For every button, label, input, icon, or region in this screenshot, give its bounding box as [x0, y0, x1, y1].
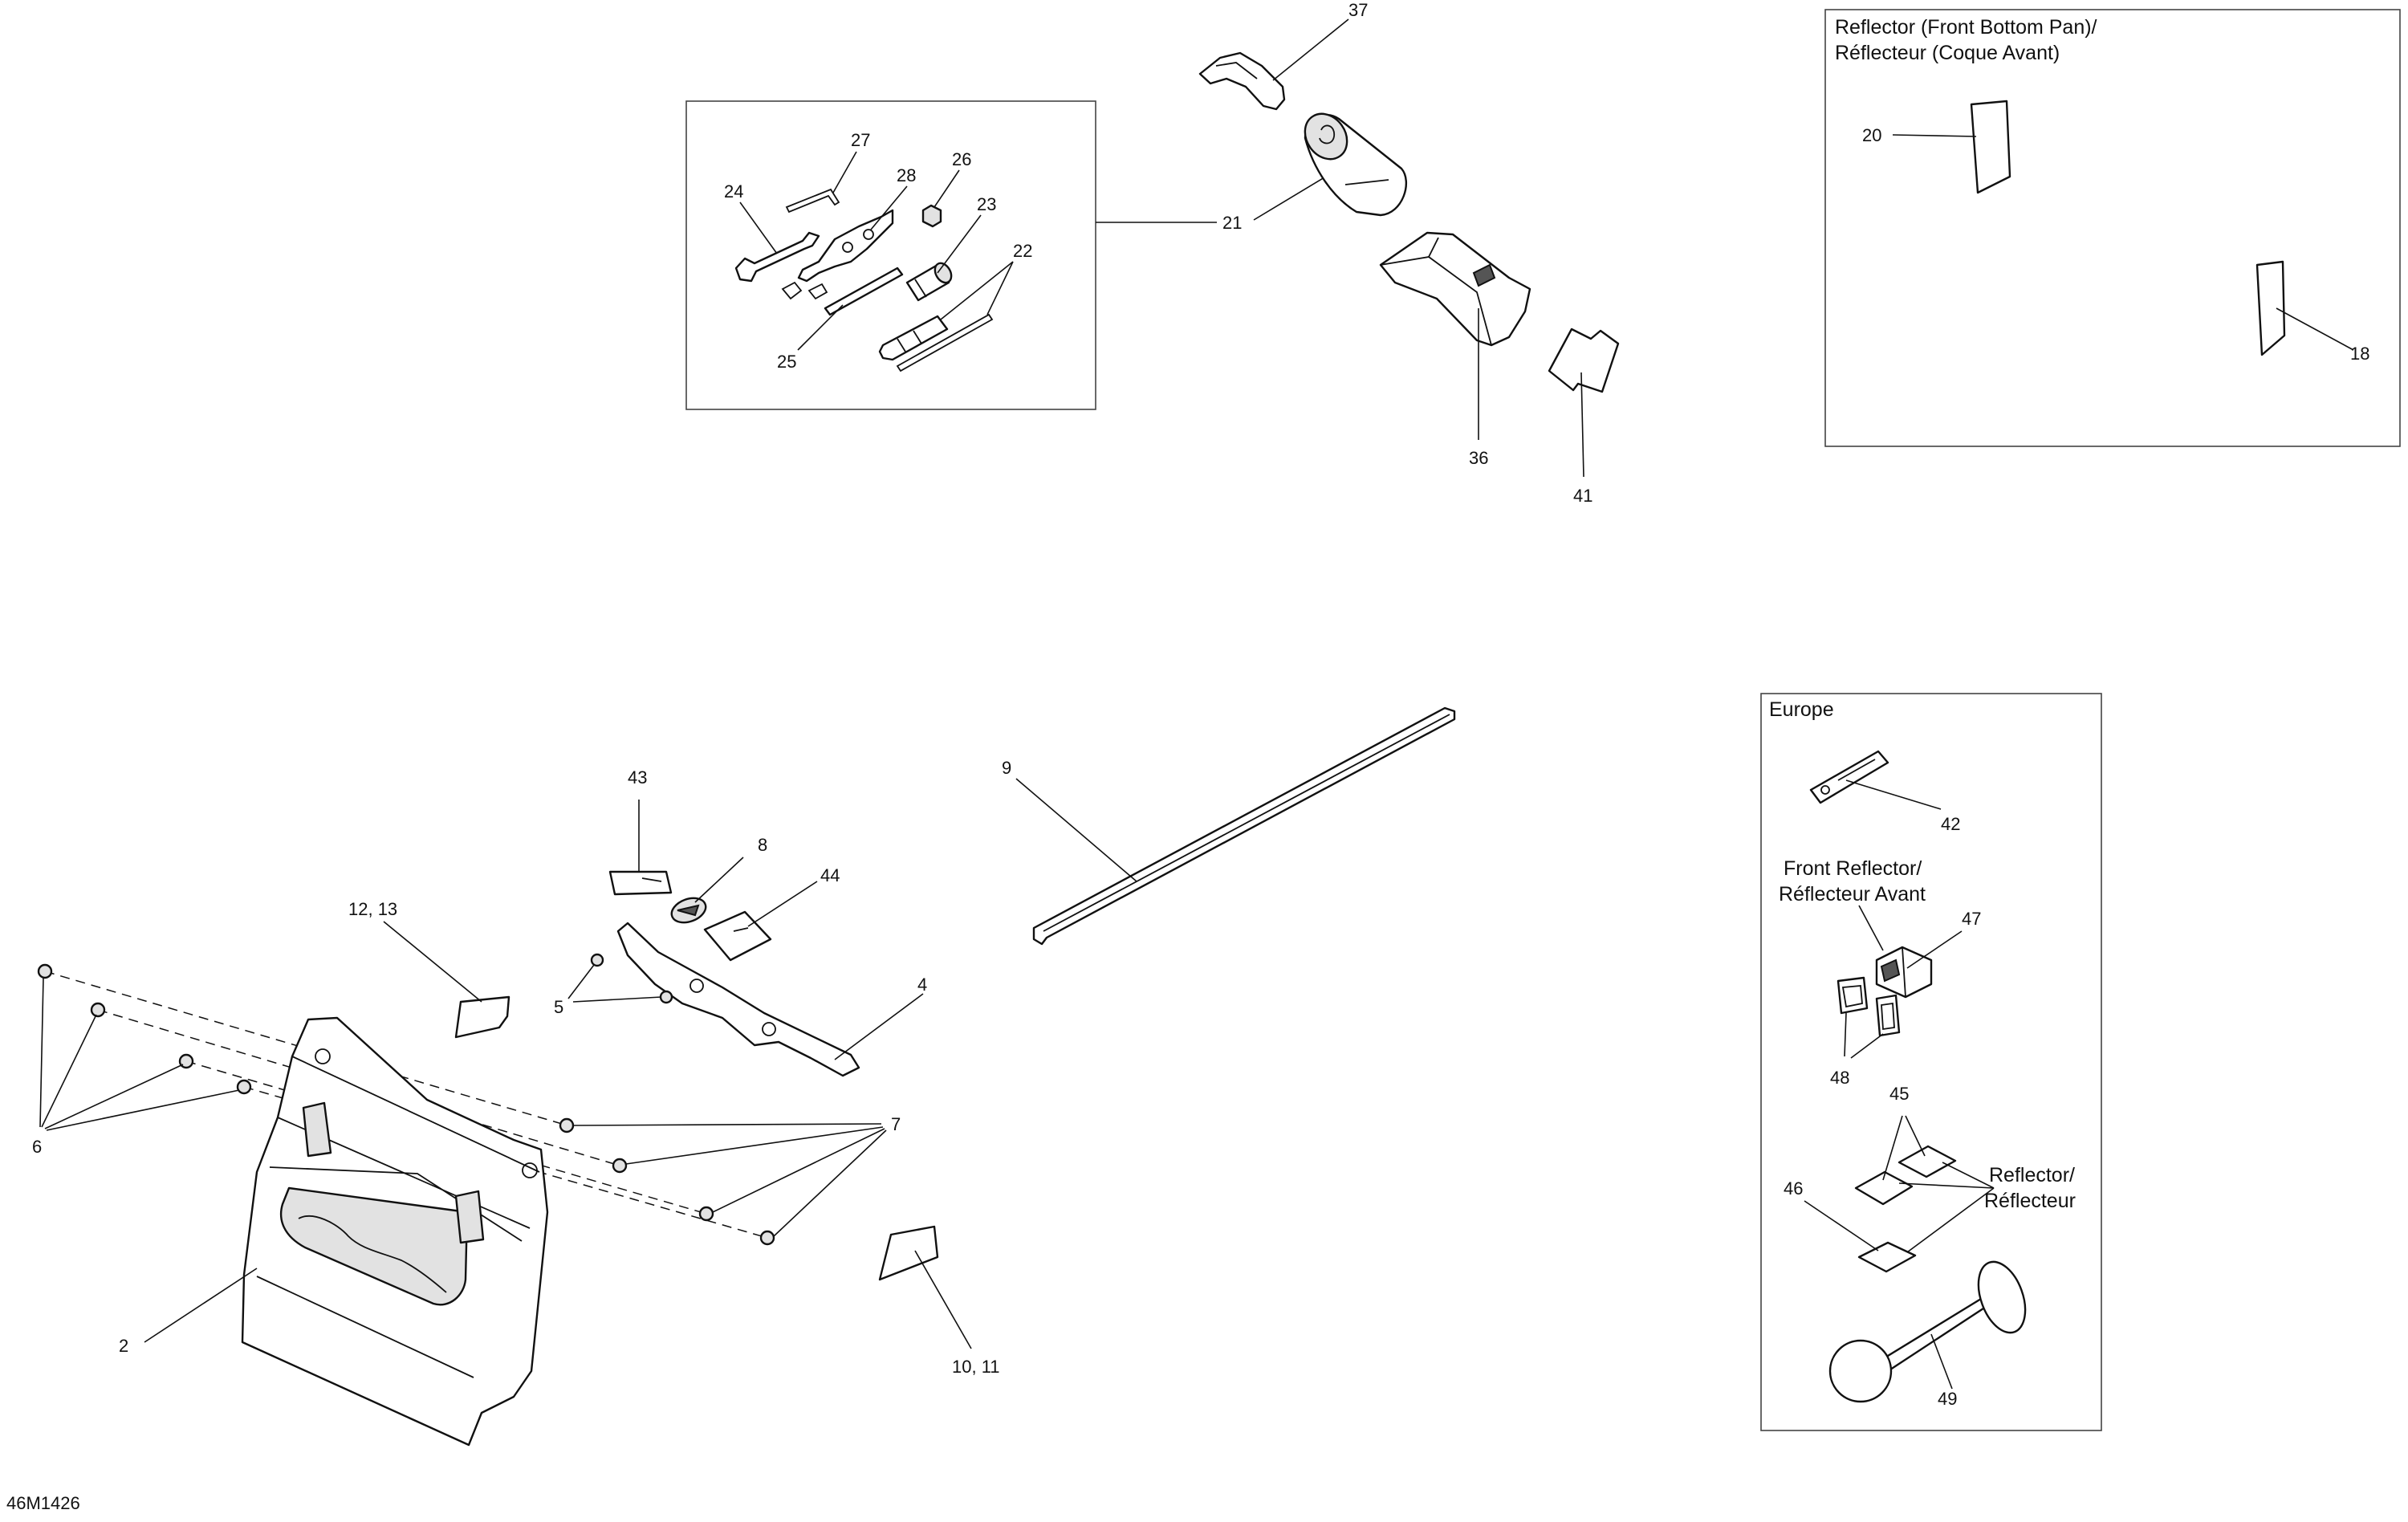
callout-8: 8: [758, 835, 767, 855]
extension-25: [824, 267, 904, 316]
tool-kit-frame: [685, 100, 1096, 410]
callout-42: 42: [1941, 814, 1960, 834]
callout-23: 23: [977, 194, 996, 214]
wrench-24: [734, 231, 820, 283]
clip-48a: [1837, 976, 1869, 1015]
callout-41: 41: [1573, 486, 1592, 506]
europe-box: Europe 42 Front Reflector/ Réflecteur Av…: [1760, 693, 2102, 1431]
tool-kit-box: 21 27 24 28 26 25 23: [685, 100, 1333, 410]
callout-28: 28: [897, 165, 916, 185]
trim-strip-group: 9: [1002, 706, 1456, 946]
callout-6: 6: [32, 1137, 42, 1157]
callout-27: 27: [851, 130, 870, 150]
callout-5: 5: [554, 997, 563, 1017]
plate-42: [1809, 750, 1889, 804]
nuts-7: [559, 1117, 775, 1246]
screws-5: [590, 953, 673, 1004]
callout-47: 47: [1962, 909, 1981, 929]
reflector-45a: [1854, 1170, 1914, 1206]
front-pan-frame: [1824, 9, 2401, 447]
clip-26: [921, 204, 942, 228]
bracket-4: [616, 922, 860, 1077]
europe-title: Europe: [1769, 698, 1834, 721]
callout-22: 22: [1013, 241, 1032, 261]
callout-25: 25: [777, 352, 796, 372]
label-43: [608, 870, 673, 896]
hex-key-27: [785, 188, 840, 214]
callout-12-13: 12, 13: [348, 899, 397, 919]
reflector-20: [1970, 100, 2011, 194]
label-44: [703, 910, 772, 962]
decal-10-11: [878, 1225, 939, 1281]
mud-flap-group: 6 7 2 4: [32, 767, 1000, 1447]
tool-bag-36: [1379, 231, 1531, 347]
callout-21: 21: [1222, 213, 1242, 233]
reflector-45b: [1898, 1145, 1957, 1178]
strap-37: [1198, 51, 1286, 111]
callout-49: 49: [1938, 1389, 1957, 1409]
front-pan-title-line2: Réflecteur (Coque Avant): [1835, 42, 2060, 64]
callout-20: 20: [1862, 125, 1881, 145]
callout-2: 2: [119, 1336, 128, 1356]
reflector-18: [2255, 260, 2286, 356]
callout-48: 48: [1830, 1068, 1849, 1088]
trim-strip-9: [1032, 706, 1456, 946]
reflector-46: [1857, 1241, 1917, 1273]
callout-7: 7: [891, 1114, 901, 1134]
front-reflector-label-line1: Front Reflector/: [1784, 857, 1922, 880]
callout-4: 4: [917, 975, 927, 995]
decal-12-13: [454, 995, 510, 1039]
screwdriver-22: [878, 315, 949, 361]
spanner-28: [797, 209, 894, 283]
callout-46: 46: [1784, 1178, 1803, 1198]
callout-36: 36: [1469, 448, 1488, 468]
screws-6: [37, 963, 252, 1095]
clip-48b: [1875, 994, 1901, 1037]
callout-37: 37: [1348, 0, 1368, 20]
callout-24: 24: [724, 181, 743, 201]
callout-26: 26: [952, 149, 971, 169]
drawing-id: 46M1426: [6, 1493, 80, 1513]
callout-9: 9: [1002, 758, 1011, 778]
reflector-label-line1: Reflector/: [1989, 1164, 2075, 1186]
callout-45: 45: [1889, 1084, 1909, 1104]
front-pan-title-line1: Reflector (Front Bottom Pan)/: [1835, 16, 2097, 39]
label-41: [1548, 328, 1620, 393]
callout-44: 44: [820, 865, 840, 885]
europe-frame: [1760, 693, 2102, 1431]
callout-18: 18: [2350, 344, 2369, 364]
front-reflector-label-line2: Réflecteur Avant: [1779, 883, 1926, 905]
callout-10-11: 10, 11: [952, 1357, 1000, 1377]
reflector-label-line2: Réflecteur: [1984, 1190, 2076, 1212]
tool-bag-group: 37 36 41: [1198, 0, 1620, 506]
callout-43: 43: [628, 767, 647, 787]
front-pan-reflector-box: Reflector (Front Bottom Pan)/ Réflecteur…: [1824, 9, 2401, 447]
